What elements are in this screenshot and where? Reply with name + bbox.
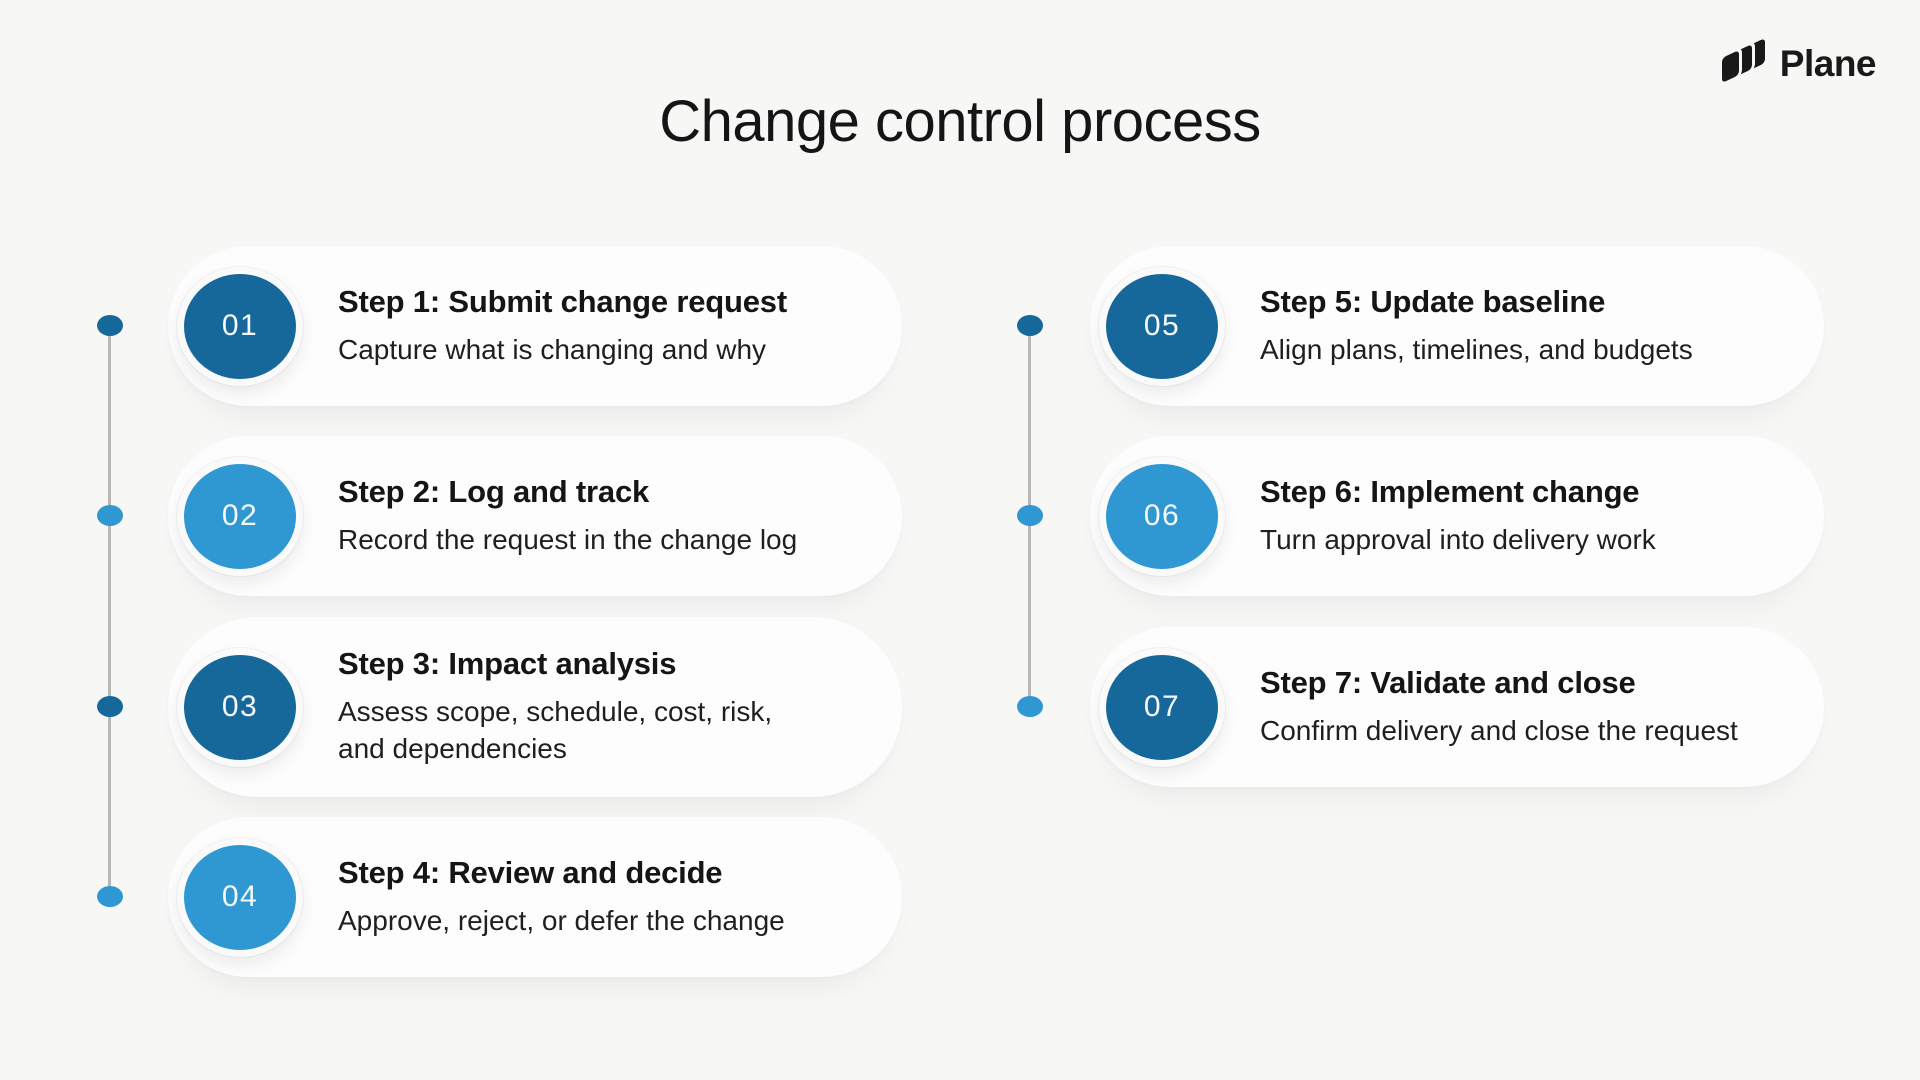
plane-logo-icon bbox=[1721, 38, 1768, 87]
timeline-dot bbox=[1017, 696, 1043, 717]
logo-blade-icon bbox=[1721, 50, 1739, 83]
step-number-circle: 02 bbox=[177, 456, 303, 576]
step-title: Step 4: Review and decide bbox=[338, 854, 723, 890]
timeline-dot bbox=[97, 696, 123, 717]
plane-logo: Plane bbox=[1721, 38, 1877, 87]
step-title: Step 2: Log and track bbox=[338, 473, 650, 509]
step-number: 02 bbox=[221, 499, 259, 532]
step-number: 06 bbox=[1143, 499, 1181, 532]
step-card: 04 Step 4: Review and decide Approve, re… bbox=[168, 817, 902, 977]
step-number: 03 bbox=[221, 690, 259, 723]
step-card: 07 Step 7: Validate and close Confirm de… bbox=[1090, 627, 1824, 787]
step-title: Step 5: Update baseline bbox=[1260, 283, 1606, 319]
step-description: Align plans, timelines, and budgets bbox=[1260, 333, 1693, 365]
step-number-circle: 03 bbox=[177, 647, 303, 767]
step-number: 07 bbox=[1143, 690, 1181, 723]
step-card: 02 Step 2: Log and track Record the requ… bbox=[168, 436, 902, 596]
timeline-dot bbox=[97, 315, 123, 336]
step-description: Capture what is changing and why bbox=[338, 333, 767, 365]
step-title: Step 6: Implement change bbox=[1260, 473, 1640, 509]
step-description: Assess scope, schedule, cost, risk, and … bbox=[338, 696, 773, 764]
step-card: 01 Step 1: Submit change request Capture… bbox=[168, 246, 902, 406]
page-title: Change control process bbox=[659, 89, 1261, 154]
step-description: Record the request in the change log bbox=[338, 523, 798, 555]
step-card: 06 Step 6: Implement change Turn approva… bbox=[1090, 436, 1824, 596]
step-number: 01 bbox=[221, 309, 259, 342]
step-number: 05 bbox=[1143, 309, 1181, 342]
step-number-circle: 04 bbox=[177, 837, 303, 957]
timeline-dot bbox=[97, 505, 123, 526]
timeline-dot bbox=[1017, 505, 1043, 526]
step-card: 05 Step 5: Update baseline Align plans, … bbox=[1090, 246, 1824, 406]
timeline-dot bbox=[97, 886, 123, 907]
step-number-circle: 07 bbox=[1099, 647, 1225, 767]
step-number-circle: 01 bbox=[177, 266, 303, 386]
timeline-dot bbox=[1017, 315, 1043, 336]
step-description: Turn approval into delivery work bbox=[1260, 523, 1656, 555]
step-title: Step 1: Submit change request bbox=[338, 283, 787, 319]
step-number-circle: 06 bbox=[1099, 456, 1225, 576]
step-description: Approve, reject, or defer the change bbox=[338, 904, 785, 936]
step-description: Confirm delivery and close the request bbox=[1260, 714, 1738, 746]
step-card: 03 Step 3: Impact analysis Assess scope,… bbox=[168, 617, 902, 797]
step-number: 04 bbox=[221, 880, 259, 913]
timeline-rail-left bbox=[108, 326, 111, 897]
step-title: Step 3: Impact analysis bbox=[338, 646, 677, 682]
step-number-circle: 05 bbox=[1099, 266, 1225, 386]
step-title: Step 7: Validate and close bbox=[1260, 664, 1636, 700]
plane-logo-text: Plane bbox=[1779, 42, 1877, 84]
